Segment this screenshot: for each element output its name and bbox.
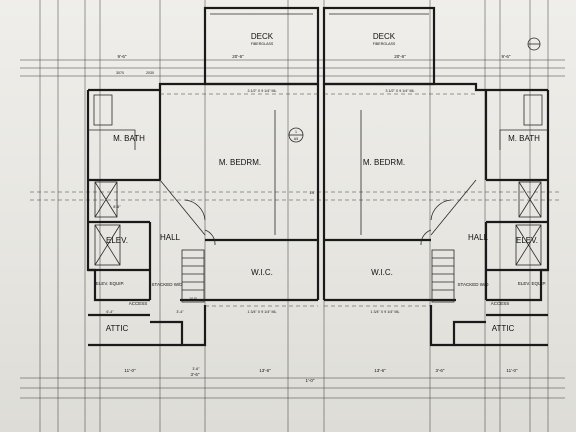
unit-right-walls [322,82,550,347]
elev-left-label: ELEV. [106,236,128,245]
section-marker-top-right [527,37,541,51]
elev-equip-left-label: ELEV. EQUIP. [96,281,124,286]
hall-left-label: HALL [160,233,181,242]
dim-top-right: 9'-6" [502,54,511,59]
dim-top-mid-right: 20'-6" [394,54,406,59]
mbedrm-right-label: M. BEDRM. [363,158,405,167]
dim-bottom-3: 13'-6" [259,368,271,373]
beams [160,93,476,307]
mbath-left-label: M. BATH [113,134,145,143]
access-right-label: ACCESS [491,301,510,306]
dim-bottom-7: 11'-0" [506,368,518,373]
center-14-left: 14' [309,190,314,195]
elev-right-label: ELEV. [516,236,538,245]
mbath-right-label: M. BATH [508,134,540,143]
deck-right-sub: FIBERGLASS [373,42,396,46]
wic-right-label: W.I.C. [371,268,393,277]
dim-top-mid-left: 20'-6" [232,54,244,59]
hall-right-label: HALL [468,233,489,242]
header-text-right: 3 1/2" X 9 1/4" ML [386,89,415,93]
stacked-left-label: STACKED W/D [152,282,184,287]
attic-left-label: ATTIC [106,324,129,333]
dim-top-left: 9'-6" [118,54,127,59]
ridge-text-left: 1 3/4" X 9 1/4" ML [248,310,277,314]
dim-3070: 3070 [116,71,124,75]
dimension-grid [20,0,565,432]
wic-left-label: W.I.C. [251,268,273,277]
dim-3-4: 3'-4" [176,310,184,314]
deck-left-sub: FIBERGLASS [251,42,274,46]
stair-count: 10 R [189,297,197,301]
access-left-label: ACCESS [129,301,148,306]
mbedrm-left-label: M. BEDRM. [219,158,261,167]
dim-2030: 2030 [146,71,154,75]
dim-6-4: 6'-4" [106,310,114,314]
deck-right [322,6,436,86]
deck-left-label: DECK [251,32,274,41]
elev-equip-right-label: ELEV. EQUIP. [518,281,546,286]
dim-bottom-1: 11'-0" [124,368,136,373]
sheet-ref-2: A5 [294,137,298,141]
section-marker-center [288,127,304,143]
dim-bottom-2: 3'-6" [191,372,200,377]
deck-right-label: DECK [373,32,396,41]
dim-bottom-4: 1'-0" [306,378,315,383]
dim-8-5: 8'-5" [113,205,121,209]
sheet-ref-1: 1 [295,130,297,134]
attic-right-label: ATTIC [492,324,515,333]
deck-left [203,6,320,86]
unit-left-walls [86,82,320,347]
dim-bottom-6: 3'-6" [436,368,445,373]
stacked-right-label: STACKED W/D [458,282,490,287]
header-text-left: 3 1/2" X 9 1/4" ML [248,89,277,93]
dim-bottom-5: 13'-6" [374,368,386,373]
dim-3-6: 3'-6" [192,367,200,371]
ridge-text-right: 1 3/4" X 9 1/4" ML [371,310,400,314]
